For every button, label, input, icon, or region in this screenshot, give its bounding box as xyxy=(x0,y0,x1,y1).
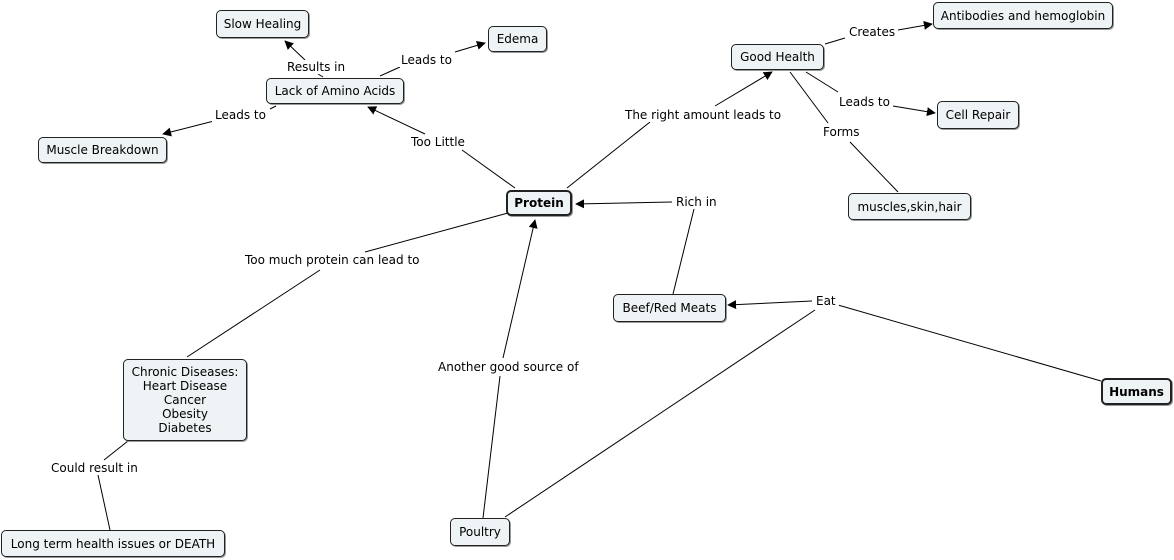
link-right-amount: The right amount leads to xyxy=(622,108,785,122)
edge-protein-too-little xyxy=(461,149,516,189)
link-leads-to-cell-repair: Leads to xyxy=(836,95,893,109)
edge-results-in-slow-healing xyxy=(284,40,306,61)
concept-long-term-health[interactable]: Long term health issues or DEATH xyxy=(1,530,225,557)
edge-forms-muscles xyxy=(849,141,899,193)
concept-poultry[interactable]: Poultry xyxy=(450,518,510,546)
edge-leads-to-edema xyxy=(454,41,486,53)
link-rich-in: Rich in xyxy=(673,195,720,209)
edge-leads-to-muscle-breakdown xyxy=(162,120,215,137)
edge-beef-rich-in xyxy=(672,208,695,295)
link-results-in: Results in xyxy=(284,60,349,74)
edge-protein-right-amount xyxy=(566,121,651,189)
link-another-good-source: Another good source of xyxy=(435,360,582,374)
edge-rich-in-protein xyxy=(575,199,673,209)
concept-muscles-skin-hair[interactable]: muscles,skin,hair xyxy=(848,193,971,220)
concept-beef-red-meats[interactable]: Beef/Red Meats xyxy=(613,294,726,322)
edge-poultry-another-source xyxy=(482,375,501,519)
edge-another-source-protein xyxy=(502,219,538,359)
edge-chronic-could-result xyxy=(103,440,129,461)
edge-creates-antibodies xyxy=(897,20,933,31)
link-creates: Creates xyxy=(846,25,899,39)
edge-good-health-leads-to-cell xyxy=(805,71,839,93)
concept-cell-repair[interactable]: Cell Repair xyxy=(937,101,1019,129)
edge-lack-amino-leads-to-edema xyxy=(379,66,401,77)
link-too-much-protein: Too much protein can lead to xyxy=(242,253,423,267)
edge-eat-beef xyxy=(727,300,813,310)
edge-too-little-lack-amino xyxy=(367,106,426,135)
link-too-little: Too Little xyxy=(408,135,468,149)
link-could-result-in: Could result in xyxy=(48,461,141,475)
edge-lack-amino-leads-to-muscle xyxy=(269,105,277,110)
edge-protein-too-much xyxy=(364,212,509,253)
edge-humans-eat xyxy=(837,304,1102,382)
edge-good-health-creates xyxy=(824,37,846,45)
concept-edema[interactable]: Edema xyxy=(488,26,547,52)
concept-chronic-diseases[interactable]: Chronic Diseases: Heart Disease Cancer O… xyxy=(123,359,247,441)
edge-good-health-forms xyxy=(789,71,829,124)
concept-muscle-breakdown[interactable]: Muscle Breakdown xyxy=(38,137,167,163)
link-forms: Forms xyxy=(820,125,863,139)
edge-could-result-long-term xyxy=(97,474,111,531)
concept-slow-healing[interactable]: Slow Healing xyxy=(216,10,309,38)
edge-right-amount-good-health xyxy=(714,71,773,107)
concept-humans[interactable]: Humans xyxy=(1101,378,1172,405)
concept-protein[interactable]: Protein xyxy=(506,190,572,216)
edge-eat-poultry xyxy=(504,309,816,518)
concept-good-health[interactable]: Good Health xyxy=(731,44,824,70)
edge-too-much-chronic xyxy=(186,269,321,358)
link-leads-to-edema: Leads to xyxy=(398,53,455,67)
edge-leads-to-cell-repair xyxy=(892,105,936,117)
concept-lack-of-amino-acids[interactable]: Lack of Amino Acids xyxy=(266,78,404,104)
link-leads-to-muscle-breakdown: Leads to xyxy=(212,108,269,122)
edge-lack-amino-results-in xyxy=(317,73,324,78)
link-eat: Eat xyxy=(813,294,839,308)
concept-antibodies-hemoglobin[interactable]: Antibodies and hemoglobin xyxy=(933,2,1113,29)
